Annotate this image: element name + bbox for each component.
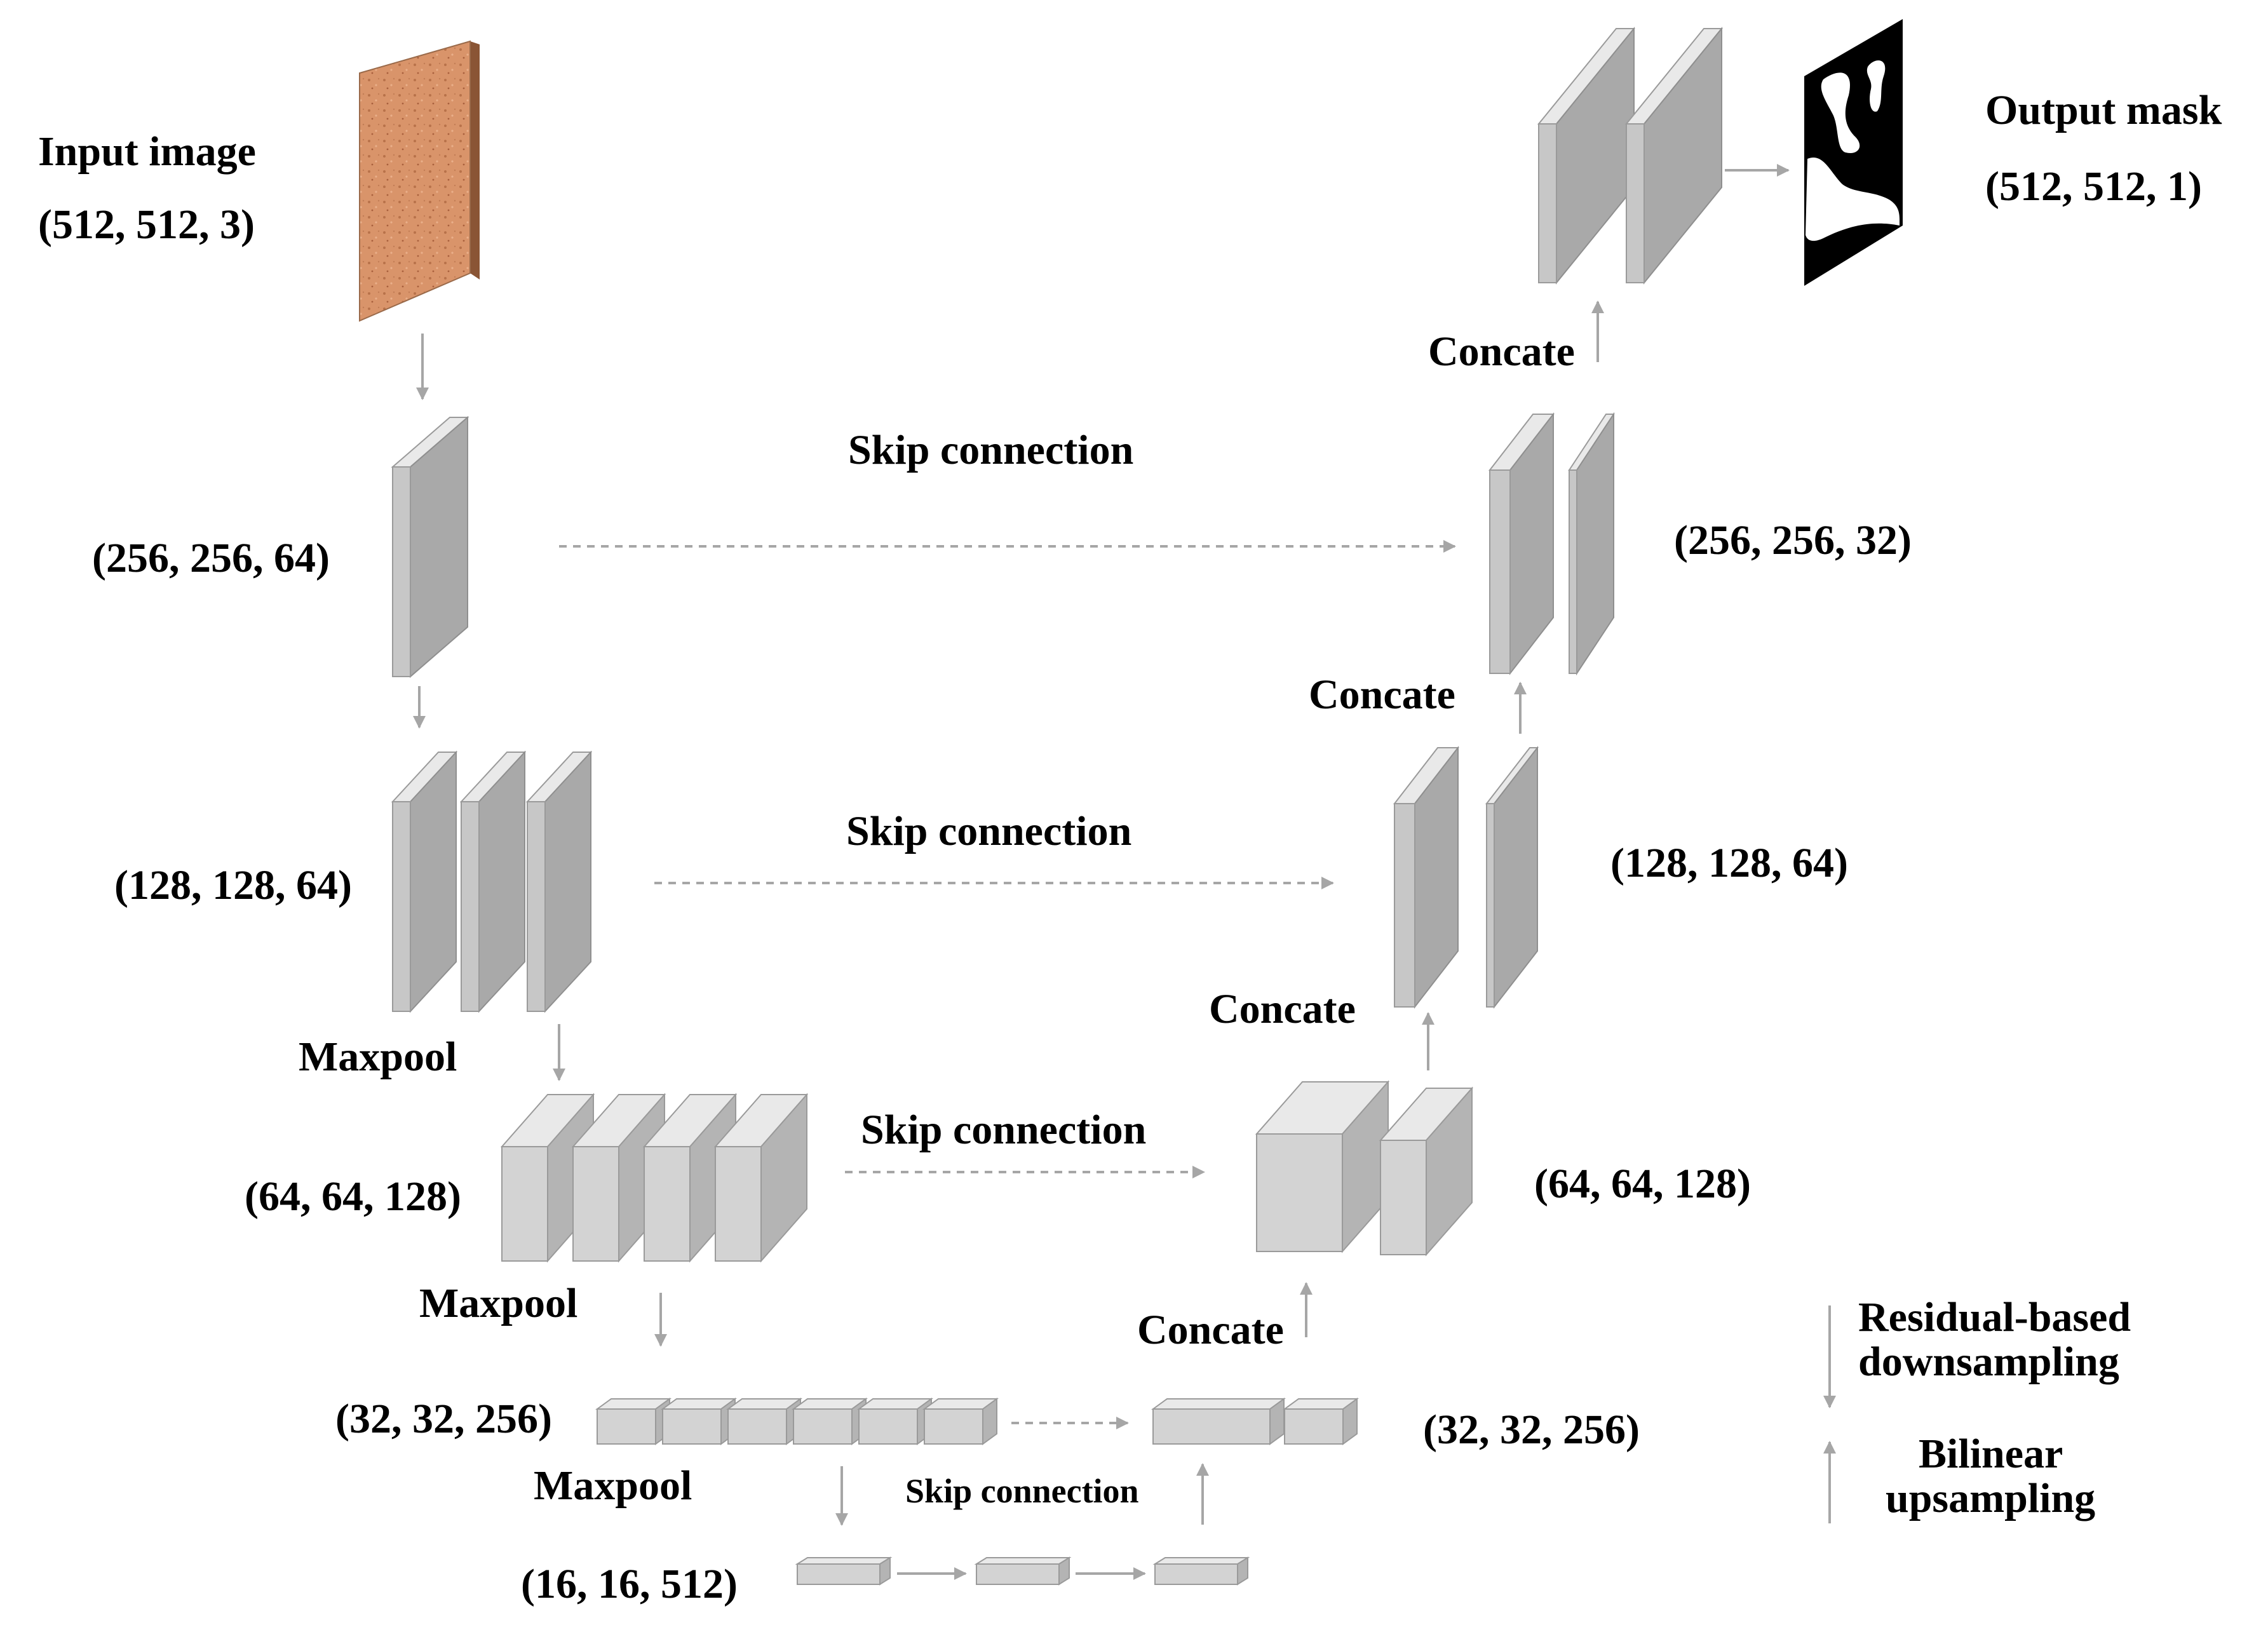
decoder-block-512-1 <box>1537 27 1636 285</box>
input-image <box>359 40 480 322</box>
skip-label-2: Skip connection <box>846 808 1131 854</box>
encoder-block-32-6 <box>922 1398 999 1445</box>
decoder-block-64-1 <box>1255 1080 1390 1253</box>
output-mask-image <box>1804 19 1903 286</box>
encoder-block-256 <box>391 415 469 678</box>
encoder-shape-256: (256, 256, 64) <box>92 535 330 581</box>
decoder-block-32-2 <box>1282 1398 1360 1445</box>
decoder-block-128-1 <box>1393 746 1460 1009</box>
legend-up-text-2: upsampling <box>1886 1475 2095 1521</box>
encoder-block-128-2 <box>459 750 527 1013</box>
encoder-block-32-3 <box>726 1398 803 1445</box>
encoder-block-32-1 <box>595 1398 672 1445</box>
decoder-shape-32: (32, 32, 256) <box>1423 1406 1640 1453</box>
decoder-block-256-2 <box>1568 412 1615 676</box>
encoder-shape-128: (128, 128, 64) <box>114 862 352 908</box>
bottleneck-shape: (16, 16, 512) <box>521 1561 738 1607</box>
maxpool-label-2: Maxpool <box>419 1280 577 1326</box>
legend-up-text-1: Bilinear <box>1919 1431 2063 1477</box>
input-title: Input image <box>38 128 256 175</box>
maxpool-label-1: Maxpool <box>299 1034 457 1080</box>
flow-arrows <box>413 164 1836 1580</box>
decoder-shape-256: (256, 256, 32) <box>1674 517 1912 563</box>
output-shape: (512, 512, 1) <box>1985 163 2202 210</box>
decoder-block-64-2 <box>1379 1086 1474 1257</box>
encoder-block-32-4 <box>791 1398 868 1445</box>
encoder-shape-64: (64, 64, 128) <box>245 1173 461 1220</box>
decoder-shape-64: (64, 64, 128) <box>1534 1161 1751 1207</box>
skip-label-1: Skip connection <box>848 427 1133 473</box>
decoder-block-256-1 <box>1488 412 1555 675</box>
decoder-block-128-2 <box>1485 746 1539 1009</box>
input-shape: (512, 512, 3) <box>38 201 255 248</box>
concate-label-2: Concate <box>1309 671 1455 718</box>
output-title: Output mask <box>1985 87 2222 133</box>
encoder-block-32-5 <box>856 1398 934 1445</box>
decoder-shape-128: (128, 128, 64) <box>1610 840 1848 886</box>
decoder-block-512-2 <box>1624 27 1724 285</box>
bottleneck-block-2 <box>974 1556 1072 1586</box>
encoder-shape-32: (32, 32, 256) <box>335 1396 552 1442</box>
bottleneck-block-1 <box>795 1556 893 1586</box>
concate-label-4: Concate <box>1137 1307 1284 1353</box>
bottleneck-block-3 <box>1152 1556 1250 1586</box>
decoder-block-32-1 <box>1151 1398 1286 1445</box>
encoder-block-128-3 <box>525 750 593 1013</box>
concate-label-3: Concate <box>1209 986 1356 1032</box>
encoder-block-128-1 <box>391 750 458 1013</box>
skip-label-4: Skip connection <box>905 1472 1139 1510</box>
encoder-block-32-2 <box>660 1398 738 1445</box>
feature-map-blocks <box>391 27 1724 1586</box>
diagram-labels: Input image (512, 512, 3) Output mask (5… <box>38 87 2222 1607</box>
skip-label-3: Skip connection <box>861 1107 1146 1153</box>
maxpool-label-3: Maxpool <box>534 1462 692 1509</box>
concate-label-1: Concate <box>1428 328 1575 375</box>
legend-down-text-1: Residual-based <box>1858 1294 2131 1340</box>
legend-down-text-2: downsampling <box>1858 1339 2119 1385</box>
encoder-block-64-4 <box>713 1093 809 1263</box>
